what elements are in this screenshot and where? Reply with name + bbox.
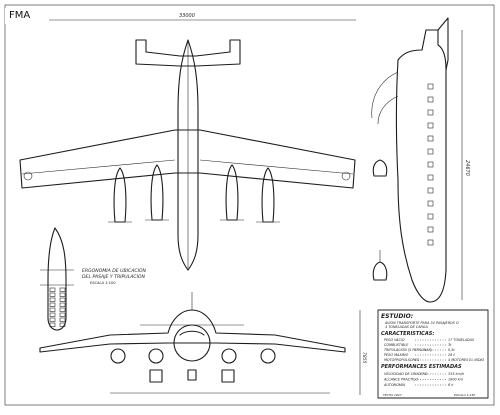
cabin-seat: [49, 307, 56, 312]
spec-label: PESO MAXIMO: [384, 353, 409, 357]
side-window: [427, 109, 434, 116]
perf-label: VELOCIDAD DE CRUCERO: [384, 372, 428, 376]
cabin-seat: [49, 297, 56, 302]
cabin-seat: [49, 302, 56, 307]
side-window: [427, 200, 434, 207]
spec-label: TRIPULACION (5 PERSONAS): [384, 348, 432, 352]
perf-label: ALCANCE PRACTICO: [383, 378, 419, 382]
front-view: 7855: [39, 292, 367, 395]
side-window: [427, 161, 434, 168]
side-engine: [372, 159, 388, 177]
side-window: [427, 122, 434, 129]
side-window: [427, 174, 434, 181]
crew-caption-line2: DEL PASAJE Y TRIPULACION: [82, 274, 146, 280]
estudio-line1: AVION TRANSPORTE PARA 34 PASAJEROS O: [384, 321, 459, 325]
caracteristicas-heading: CARACTERISTICAS:: [381, 331, 434, 337]
plan-nacelle-inner-left: [150, 164, 164, 221]
plan-nacelle-outer-right: [261, 167, 275, 223]
cabin-seat: [49, 312, 56, 317]
spec-label: MOTOPROPULSORES: [384, 358, 420, 362]
perf-value: 1800 km: [448, 378, 464, 382]
cabin-seat: [59, 287, 66, 292]
side-windows: [427, 83, 434, 246]
cabin-seat: [49, 292, 56, 297]
spec-label: PESO VACIO: [384, 338, 405, 342]
cabin-seat: [59, 322, 66, 327]
front-wing: [39, 309, 346, 353]
crew-caption-scale: ESCALA 1:100: [90, 281, 116, 285]
side-window: [427, 96, 434, 103]
plan-wing: [19, 129, 356, 189]
side-window: [427, 148, 434, 155]
cabin-seats: [49, 287, 66, 327]
spec-rows: PESO VACIO 17 TONELADAS COMBUSTIBLE 3tTRIPU…: [384, 338, 485, 362]
side-view: 24670: [371, 17, 470, 303]
sheet-border: [4, 4, 495, 406]
title-block: ESTUDIO: AVION TRANSPORTE PARA 34 PASAJE…: [377, 309, 489, 399]
side-window: [427, 187, 434, 194]
plan-tailplane: [135, 39, 241, 67]
spec-value: 28 t: [448, 353, 455, 357]
plan-nacelle-outer-left: [113, 167, 127, 223]
perf-value: 335 km/h: [448, 372, 464, 376]
side-window: [427, 239, 434, 246]
cabin-seat: [59, 317, 66, 322]
spec-value: 3t: [448, 343, 452, 347]
crew-caption-line1: ERGONOMIA DE UBICACION: [82, 268, 147, 274]
sheet-label: FMA: [5, 8, 49, 24]
perf-heading: PERFORMANCES ESTIMADAS: [381, 364, 462, 370]
side-fuselage: [395, 29, 447, 303]
cabin-seat: [59, 302, 66, 307]
cabin-seat: [59, 297, 66, 302]
spec-value: 17 TONELADAS: [448, 338, 475, 342]
plan-view: 33000: [19, 13, 356, 271]
footer-right: ESCALA 1:250: [454, 393, 475, 397]
perf-value: 6 h: [448, 383, 453, 387]
side-window: [427, 226, 434, 233]
cabin-seat: [49, 287, 56, 292]
cabin-seat: [49, 317, 56, 322]
plan-nacelle-inner-right: [225, 164, 239, 221]
length-dimension: 24670: [464, 160, 470, 176]
spec-value: 0,5t: [448, 348, 455, 352]
estudio-heading: ESTUDIO:: [381, 313, 413, 320]
cabin-seat: [59, 312, 66, 317]
side-window: [427, 213, 434, 220]
spec-label: COMBUSTIBLE: [384, 343, 409, 347]
spec-value: 4 MOTORES EL INDIO: [448, 358, 485, 362]
cabin-layout: ERGONOMIA DE UBICACION DEL PASAJE Y TRIP…: [40, 227, 147, 331]
cabin-seat: [49, 322, 56, 327]
height-dimension: 7855: [361, 352, 367, 364]
cabin-seat: [59, 307, 66, 312]
cabin-fuselage: [47, 227, 67, 331]
footer-left: FECHA 1947: [383, 393, 402, 397]
side-window: [427, 135, 434, 142]
cabin-seat: [59, 292, 66, 297]
side-window: [427, 83, 434, 90]
estudio-line2: 4 TONELADAS DE CARGA: [385, 325, 429, 329]
perf-label: AUTONOMIA: [383, 383, 406, 387]
plan-fuselage: [177, 39, 199, 271]
span-dimension: 33000: [179, 13, 195, 19]
